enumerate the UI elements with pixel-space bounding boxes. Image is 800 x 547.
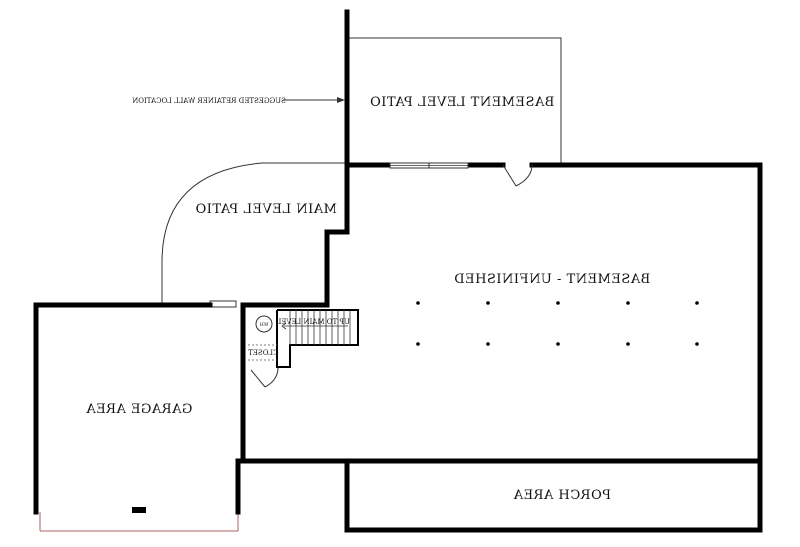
closet-label: CLOSET [248, 349, 279, 357]
garage-entry-door [209, 300, 237, 308]
garage-post [132, 507, 146, 513]
sliding-door [389, 162, 469, 169]
support-columns [416, 301, 699, 346]
closet-door [250, 367, 279, 388]
retainer-wall-arrow [283, 97, 345, 103]
porch-label: PORCH AREA [513, 488, 611, 503]
main-patio-outline [161, 162, 345, 305]
stair-note: UP TO MAIN LEVEL [276, 318, 350, 326]
retainer-wall-note: SUGGESTED RETAINER WALL LOCATION [132, 97, 286, 105]
basement-patio-label: BASEMENT LEVEL PATIO [370, 95, 555, 110]
garage-label: GARAGE AREA [86, 402, 193, 417]
basement-patio-outline [348, 37, 562, 164]
basement-unfinished-label: BASEMENT - UNFINISHED [454, 272, 651, 287]
water-heater-label: WH [260, 322, 269, 328]
patio-swing-door [502, 164, 533, 187]
walls [33, 9, 763, 533]
closet-outline [248, 344, 277, 361]
stairs [276, 309, 359, 368]
main-patio-label: MAIN LEVEL PATIO [195, 202, 337, 217]
water-heater-icon [255, 315, 273, 333]
